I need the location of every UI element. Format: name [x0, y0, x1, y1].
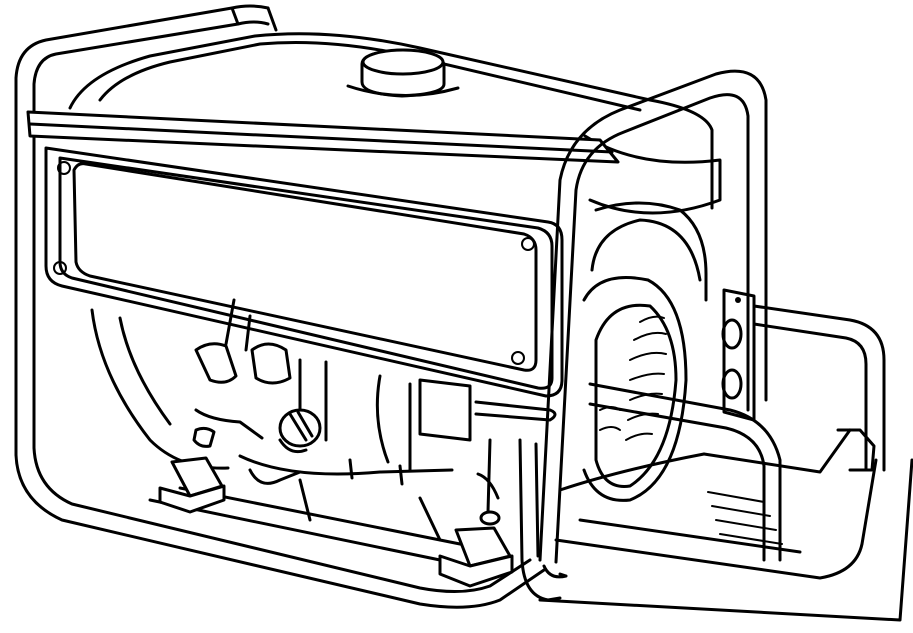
frame-leg [518, 438, 562, 602]
fuel-tank [68, 32, 722, 215]
vibration-mount-right [438, 438, 514, 588]
front-frame [538, 69, 768, 579]
control-panel [44, 146, 564, 398]
vibration-mount-left [158, 426, 226, 514]
fuel-cap [346, 48, 460, 98]
oil-filler-cap [278, 408, 322, 454]
rear-frame [14, 4, 546, 609]
base-tray [538, 428, 913, 622]
handle-bar [588, 304, 886, 562]
front-crossbar [26, 110, 620, 164]
recoil-starter-cover [582, 201, 708, 502]
